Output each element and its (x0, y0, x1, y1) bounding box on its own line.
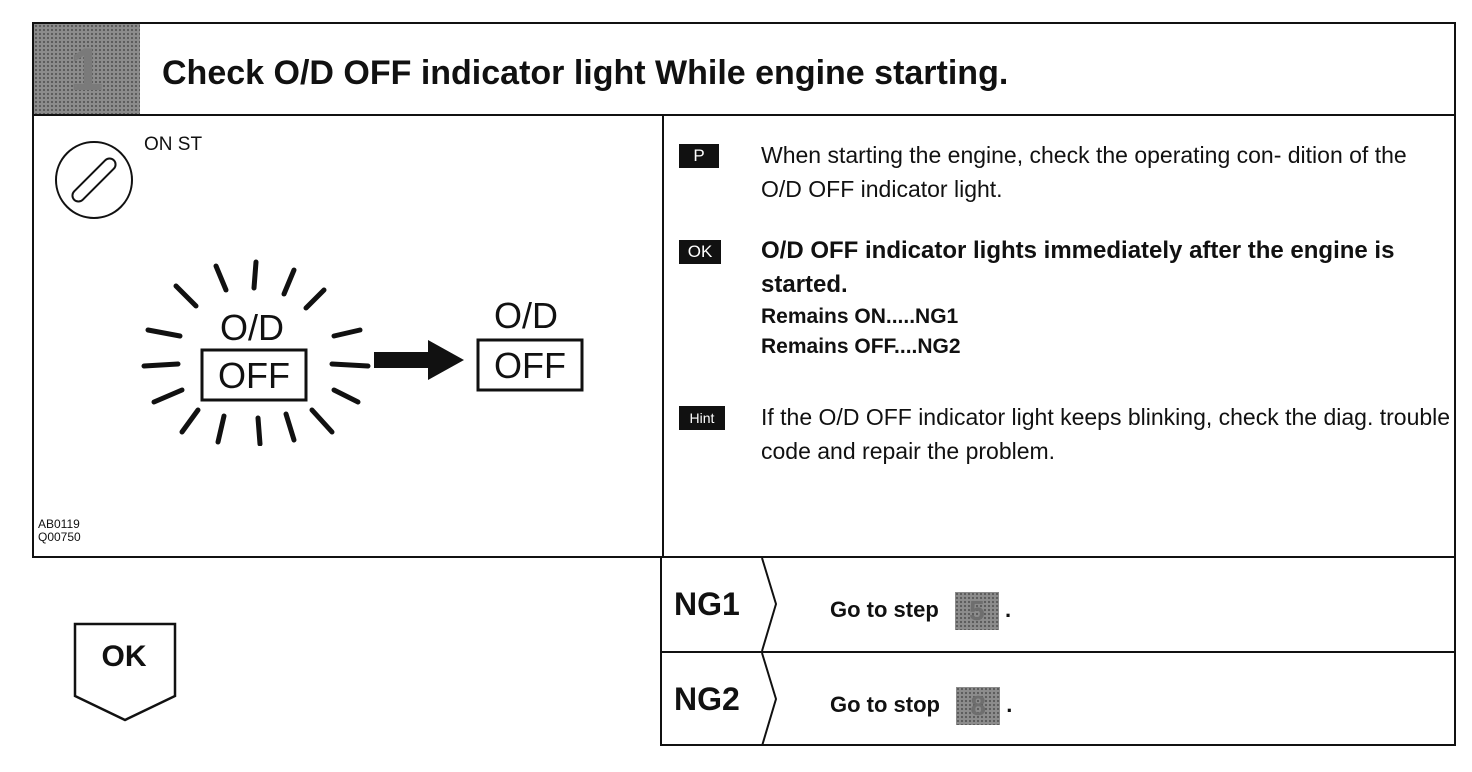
ng-row: NG1 Go to step 5 . (662, 558, 1454, 653)
indicator-right-top: O/D (494, 295, 558, 336)
figure-code: Q00750 (38, 530, 81, 544)
ng-label: NG2 (674, 681, 740, 717)
ok-condition: O/D OFF indicator lights immediately aft… (761, 237, 1395, 298)
ignition-position-label: ON ST (144, 134, 203, 155)
step-table: ON ST O/D OFF (32, 114, 1456, 558)
ng-goto: Go to stop 8 . (830, 687, 1012, 725)
procedure-badge: P (679, 144, 719, 168)
right-arrow-icon (374, 340, 464, 380)
step-reference: 8 (956, 687, 1001, 725)
indicator-illustration: O/D OFF O/D OFF (141, 259, 584, 446)
ok-badge: OK (679, 240, 721, 264)
step-header: 1 Check O/D OFF indicator light While en… (32, 22, 1456, 116)
ng-table: NG1 Go to step 5 . NG2 Go to stop 8 . (660, 556, 1456, 746)
indicator-left-bottom: OFF (218, 355, 290, 396)
ng-goto: Go to step 5 . (830, 592, 1011, 630)
step-number-badge: 1 (34, 24, 140, 114)
ng-goto-suffix: . (1006, 691, 1013, 717)
ng-goto-suffix: . (1005, 596, 1012, 622)
figure-codes: AB0119 Q00750 (38, 518, 81, 544)
indicator-left-top: O/D (220, 307, 284, 348)
ok-arrow-sign (73, 622, 177, 722)
ok-branch-ng1: Remains ON.....NG1 (761, 305, 959, 328)
procedure-item: P When starting the engine, check the op… (679, 138, 1449, 208)
indicator-left-frame (200, 348, 308, 402)
blink-rays-icon (141, 259, 371, 446)
ng-goto-text: Go to step (830, 596, 939, 622)
ok-item: OK O/D OFF indicator lights immediately … (679, 234, 1449, 374)
ok-text: O/D OFF indicator lights immediately aft… (761, 234, 1451, 362)
chevron-right-icon (761, 653, 778, 746)
figure-code: AB0119 (38, 517, 80, 531)
hint-text: If the O/D OFF indicator light keeps bli… (761, 404, 1451, 464)
ng-row: NG2 Go to stop 8 . (662, 653, 1454, 746)
step-reference: 5 (954, 592, 999, 630)
ignition-key-icon (55, 141, 133, 219)
step-title: Check O/D OFF indicator light While engi… (162, 54, 1009, 92)
hint-badge: Hint (679, 406, 725, 430)
procedure-text: When starting the engine, check the oper… (761, 142, 1407, 202)
step-number: 1 (69, 35, 105, 103)
indicator-right-bottom: OFF (494, 345, 566, 386)
chevron-right-icon (761, 558, 778, 651)
ok-sign-label: OK (101, 640, 147, 673)
hint-item: Hint If the O/D OFF indicator light keep… (679, 400, 1451, 470)
ok-branch-ng2: Remains OFF....NG2 (761, 335, 961, 358)
indicator-right-frame (476, 338, 584, 392)
ng-goto-text: Go to stop (830, 691, 940, 717)
column-divider (662, 116, 664, 556)
ng-label: NG1 (674, 586, 740, 622)
